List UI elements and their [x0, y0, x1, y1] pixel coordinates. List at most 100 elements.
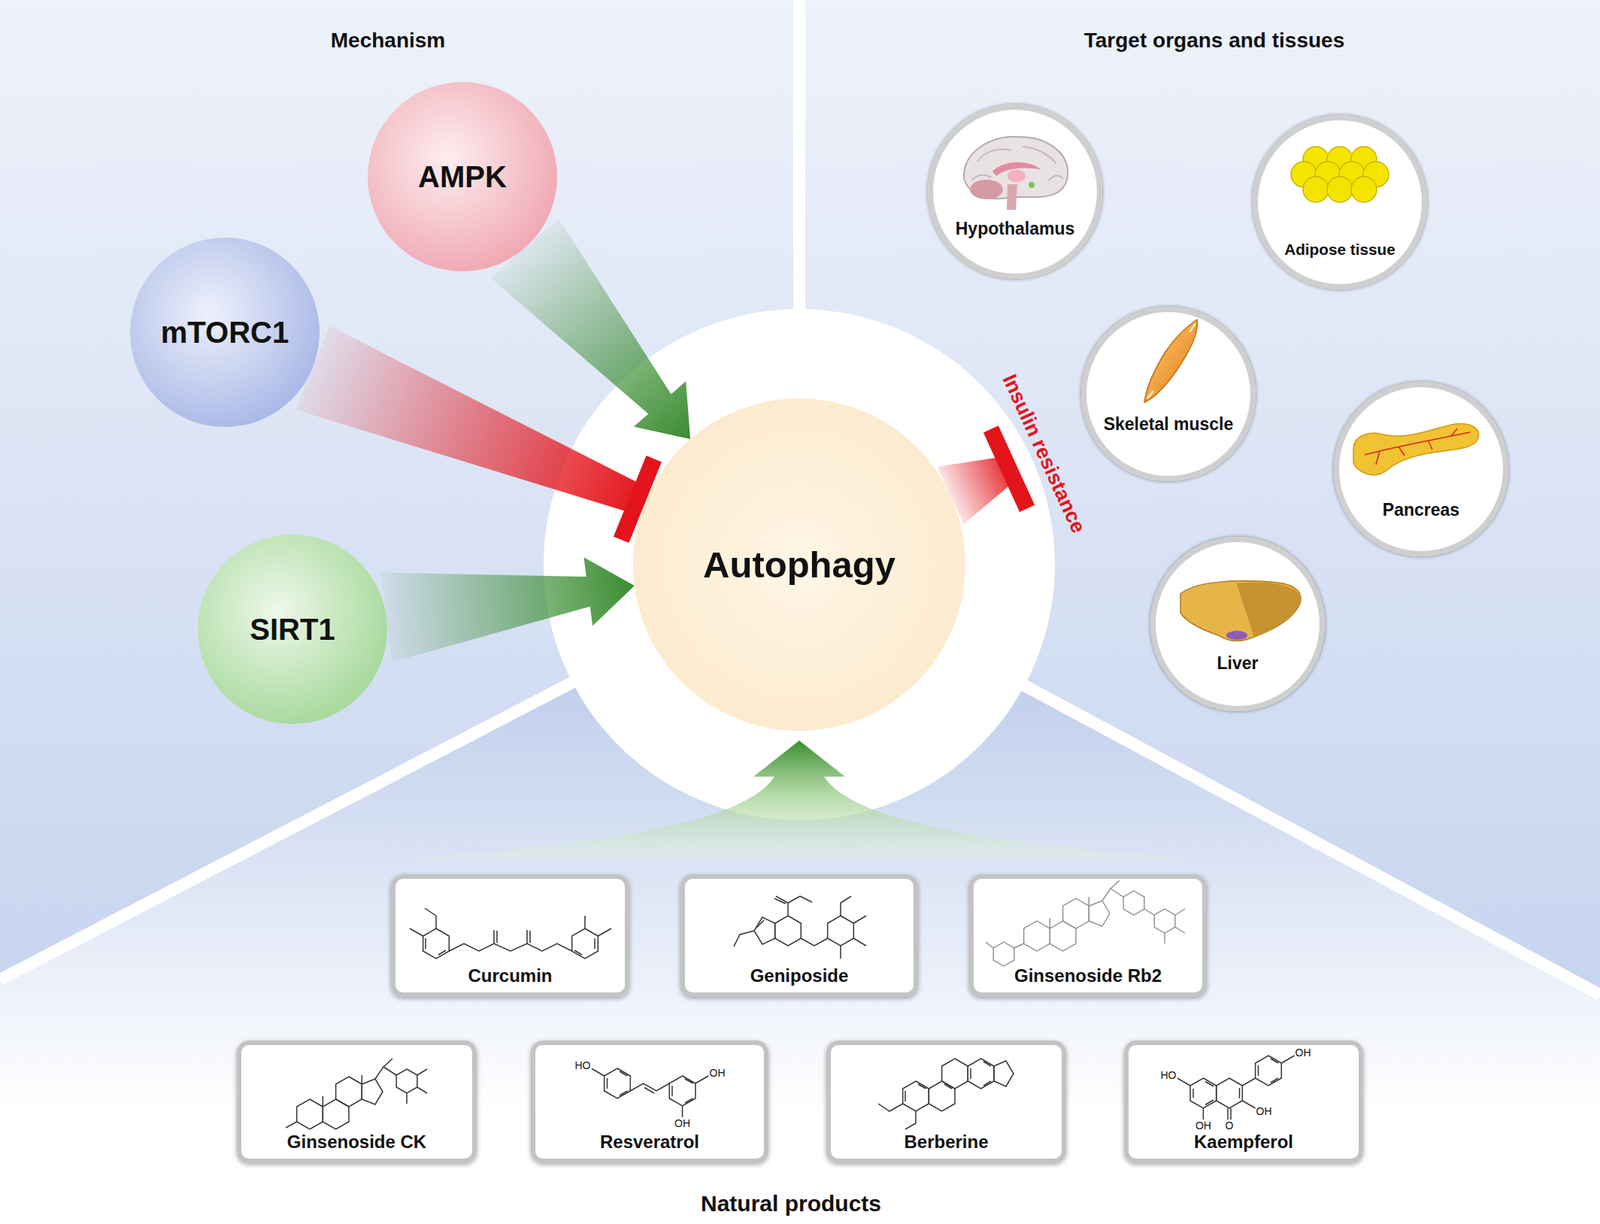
product-box-fills: [826, 1040, 1067, 1164]
compound-box: Curcumin: [390, 874, 630, 997]
ginsenoside-ck-structure: [285, 1058, 428, 1128]
ginsenoside-rb2-structure: [1024, 921, 1051, 952]
muscle-icon: [1144, 319, 1197, 403]
atom-label: OH: [1194, 1119, 1213, 1132]
curcumin-structure: [409, 908, 612, 955]
connector-arrow: [490, 218, 691, 440]
organ-discs: [1252, 115, 1428, 290]
atom-label: O: [1224, 1119, 1235, 1132]
node-label: AMPK: [418, 159, 507, 194]
geniposide-structure: [733, 896, 867, 959]
atom-label: OH: [709, 1066, 727, 1079]
brain-icon: [963, 136, 1068, 210]
brain-icon: [1006, 184, 1018, 210]
node-label: Adipose tissue: [1284, 239, 1396, 259]
ginsenoside-rb2-structure: [985, 880, 1185, 949]
ginsenoside-ck-structure: [336, 1076, 363, 1107]
kaempferol-structure: [1177, 1055, 1295, 1121]
ginsenoside-rb2-structure: [993, 942, 1015, 967]
atom-label: HO: [574, 1059, 592, 1072]
node-label: Curcumin: [467, 965, 552, 987]
organ-circle: Hypothalamus: [927, 104, 1103, 279]
kaempferol-structure: [1190, 1078, 1217, 1109]
pancreas-icon: [1353, 424, 1479, 476]
pancreas-icon: [1353, 424, 1479, 476]
node-label: Skeletal muscle: [1103, 414, 1234, 434]
geniposide-structure: [733, 896, 867, 959]
node-label: SIRT1: [249, 612, 335, 647]
organ-discs: [1333, 381, 1509, 557]
curcumin-structure: [409, 908, 612, 959]
ginsenoside-rb2-structure: [1123, 890, 1145, 916]
compound-box: Resveratrol: [530, 1040, 769, 1164]
adipose-icon: [1303, 176, 1329, 203]
kaempferol-structure: [1255, 1055, 1282, 1086]
kaempferol-structure: [1177, 1055, 1295, 1121]
section-heading: Target organs and tissues: [1084, 28, 1345, 53]
muscle-icon: [1144, 319, 1197, 403]
berberine-structure: [878, 1061, 991, 1130]
mechanism-circle-fills: [130, 237, 320, 428]
liver-icon: [1180, 581, 1301, 642]
geniposide-structure: [754, 917, 776, 945]
node-label: Berberine: [903, 1131, 988, 1153]
mechanism-circle: AMPK: [367, 81, 558, 272]
curcumin-structure: [423, 928, 450, 959]
product-arrow: [408, 740, 1194, 859]
atom-label: OH: [1255, 1105, 1273, 1118]
connector-shaft: [295, 326, 643, 514]
ginsenoside-ck-structure: [396, 1069, 418, 1094]
ginsenoside-rb2-structure: [985, 880, 1185, 967]
berberine-structure: [878, 1058, 1014, 1130]
resveratrol-structure: [604, 1068, 631, 1099]
liver-icon: [1226, 630, 1248, 640]
curcumin-structure: [572, 928, 599, 959]
product-arrow: [408, 740, 1194, 859]
compound-box: Kaempferol: [1124, 1040, 1364, 1164]
node-label: Ginsenoside Rb2: [1014, 965, 1162, 987]
brain-icon: [1028, 181, 1035, 188]
ginsenoside-ck-structure: [322, 1099, 349, 1130]
brain-icon: [1007, 169, 1026, 182]
node-label: Hypothalamus: [955, 218, 1075, 239]
ginsenoside-ck-structure: [361, 1078, 383, 1105]
geniposide-structure: [827, 915, 855, 946]
ginsenoside-ck-structure: [296, 1099, 324, 1130]
node-label: Ginsenoside CK: [287, 1131, 427, 1153]
liver-icon: [1180, 581, 1301, 642]
mechanism-circle-fills: [197, 534, 388, 725]
connector-shaft: [380, 557, 634, 662]
product-box-fills: [236, 874, 1364, 1164]
compound-box: Berberine: [826, 1040, 1067, 1164]
atom-label: HO: [1160, 1069, 1178, 1082]
resveratrol-structure: [590, 1068, 709, 1119]
product-box-fills: [390, 874, 630, 997]
ginsenoside-rb2-structure: [1088, 900, 1110, 927]
effect-label: Insulin resistance: [997, 370, 1091, 537]
node-label: mTORC1: [160, 315, 289, 350]
ginsenoside-rb2-structure: [1154, 909, 1176, 934]
compound-box: Geniposide: [680, 874, 919, 997]
organ-circle: Adipose tissue: [1252, 115, 1428, 290]
atom-label: OH: [1294, 1046, 1313, 1059]
node-label: Resveratrol: [600, 1131, 700, 1153]
curcumin-structure: [448, 943, 572, 952]
adipose-icon: [1327, 176, 1353, 203]
connector-arrow: [380, 557, 634, 662]
section-heading: Mechanism: [330, 28, 446, 53]
node-label: Liver: [1217, 653, 1259, 673]
organ-discs: [1081, 306, 1256, 482]
liver-icon: [1236, 582, 1301, 638]
node-label: Pancreas: [1382, 500, 1460, 520]
connector-shaft: [490, 218, 691, 440]
section-heading: Natural products: [700, 1190, 882, 1217]
organ-discs: [927, 104, 1103, 279]
berberine-structure: [967, 1058, 994, 1089]
ginsenoside-ck-structure: [285, 1058, 428, 1130]
product-box-fills: [969, 874, 1207, 997]
panel-grounds: [633, 398, 966, 731]
